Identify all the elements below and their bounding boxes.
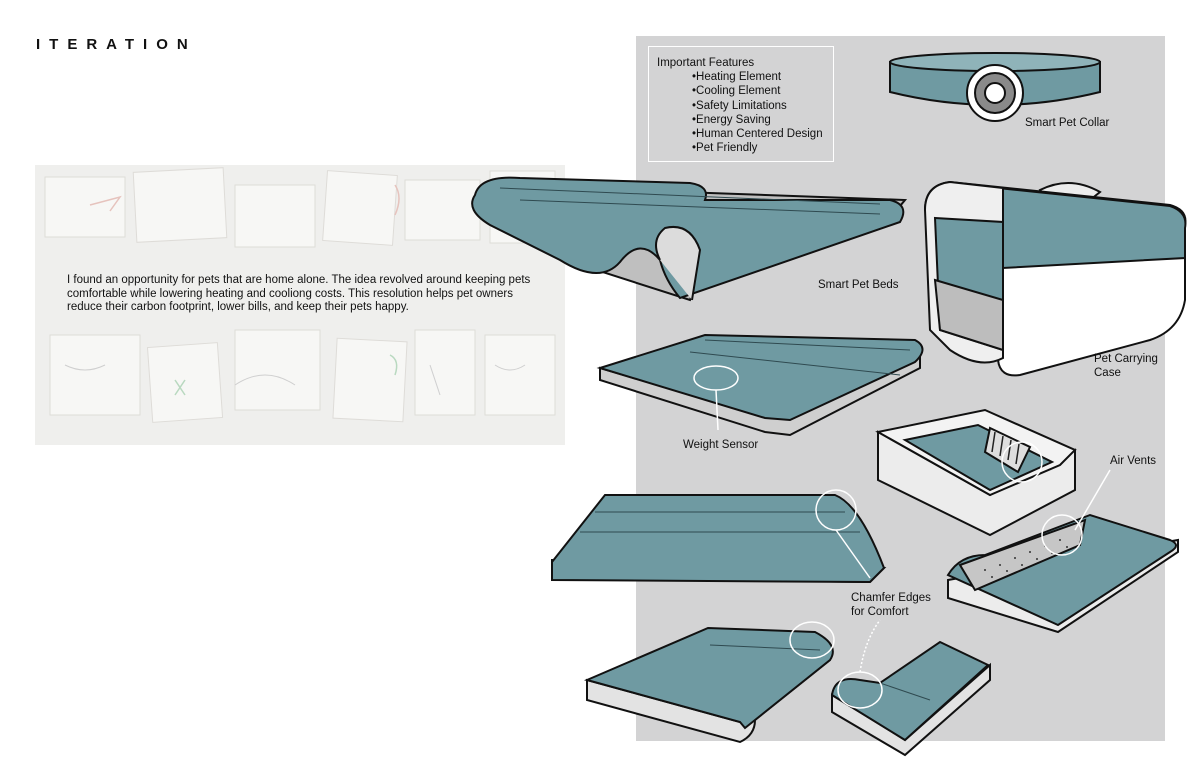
chamfer-edges-label-line2: for Comfort <box>851 605 909 618</box>
page-title: ITERATION <box>36 36 197 53</box>
sketch-wall-background <box>35 165 565 445</box>
air-vent-bed-sketch <box>875 408 1077 537</box>
smart-pet-collar-sketch <box>889 52 1101 122</box>
features-list: Heating Element Cooling Element Safety L… <box>657 70 833 155</box>
chamfer-edges-label-line1: Chamfer Edges <box>851 592 931 604</box>
feature-item: Heating Element <box>692 70 833 84</box>
sketch-wall-photo: I found an opportunity for pets that are… <box>35 165 565 445</box>
chamfer-edges-label: Chamfer Edges for Comfort <box>851 592 931 619</box>
flat-pet-bed-sketch <box>551 489 887 584</box>
feature-item: Energy Saving <box>692 113 833 127</box>
weight-sensor-bed-sketch <box>596 333 924 437</box>
smart-pet-collar-label: Smart Pet Collar <box>1025 117 1110 129</box>
feature-item: Safety Limitations <box>692 99 833 113</box>
pet-carrying-case-sketch <box>923 180 1187 377</box>
features-box: Important Features Heating Element Cooli… <box>648 46 834 162</box>
angled-pet-bed-sketch <box>583 621 835 744</box>
weight-sensor-label: Weight Sensor <box>683 439 759 451</box>
feature-item: Human Centered Design <box>692 127 833 141</box>
air-vents-label: Air Vents <box>1110 455 1157 467</box>
feature-item: Pet Friendly <box>692 141 833 155</box>
smart-pet-bed-sketch <box>471 176 908 302</box>
pet-carrying-case-label: Pet Carrying Case <box>1094 353 1158 380</box>
smart-pet-beds-label: Smart Pet Beds <box>818 279 899 291</box>
chaise-pet-bed-sketch <box>830 619 991 757</box>
pet-carrying-case-label-line2: Case <box>1094 366 1121 379</box>
pet-carrying-case-label-line1: Pet Carrying <box>1094 353 1158 365</box>
features-heading: Important Features <box>657 57 755 69</box>
intro-paragraph: I found an opportunity for pets that are… <box>67 274 531 313</box>
feature-item: Cooling Element <box>692 84 833 98</box>
perforated-vent-bed-sketch <box>946 469 1179 634</box>
